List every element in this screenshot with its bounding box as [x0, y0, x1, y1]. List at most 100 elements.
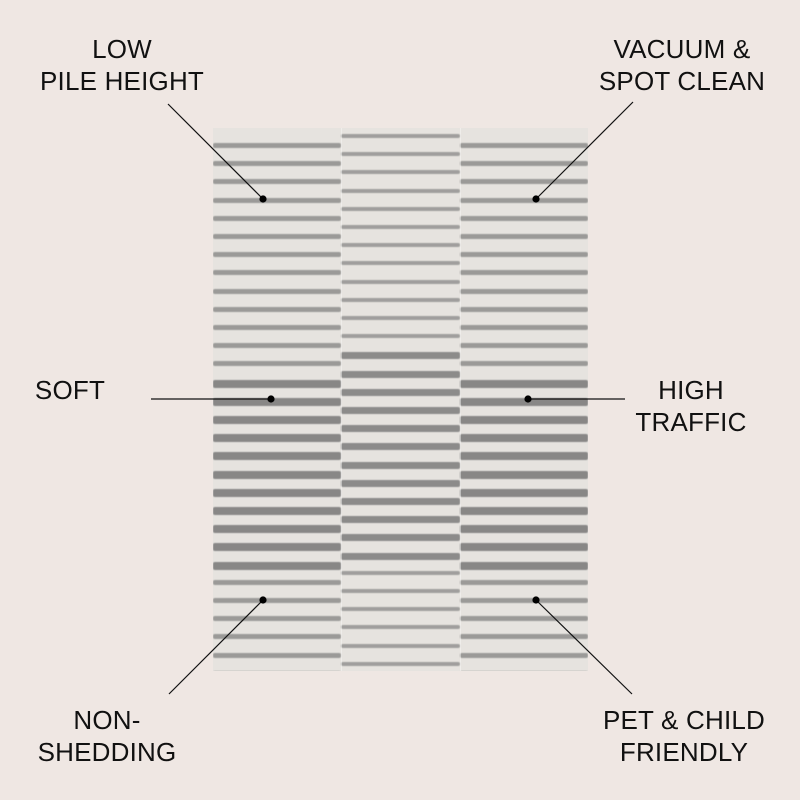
rug-stripe [460, 379, 588, 388]
rug-stripe [341, 443, 460, 451]
rug-stripe [460, 561, 588, 570]
rug-stripe [460, 488, 588, 497]
rug-stripe [213, 488, 341, 497]
rug-stripe [341, 589, 460, 593]
rug-stripe [341, 388, 460, 396]
rug-stripe [213, 598, 341, 603]
rug-stripe [341, 134, 460, 138]
rug-stripe [460, 234, 588, 239]
rug-stripe [460, 270, 588, 276]
callout-high-traffic: HIGH TRAFFIC [611, 374, 771, 438]
rug-stripe [213, 507, 341, 515]
rug-stripe [341, 279, 460, 284]
rug-stripe [213, 579, 341, 585]
rug-panel-center [341, 128, 460, 671]
callout-pet-child-friendly: PET & CHILD FRIENDLY [586, 704, 782, 768]
rug-stripe [460, 634, 588, 640]
rug-stripe [341, 225, 460, 229]
rug-stripe [341, 643, 460, 648]
rug-stripe [460, 288, 588, 294]
rug-stripe [460, 470, 588, 479]
rug-stripe [341, 552, 460, 560]
callout-vacuum-spot-clean: VACUUM & SPOT CLEAN [582, 33, 782, 97]
callout-text-line: TRAFFIC [635, 407, 747, 437]
rug-stripe [341, 152, 460, 157]
rug-stripe [460, 325, 588, 330]
rug-stripe [341, 170, 460, 175]
rug-stripe [341, 352, 460, 360]
rug-stripe [341, 370, 460, 378]
rug-stripe [213, 252, 341, 258]
rug-stripe [213, 325, 341, 330]
callout-non-shedding: NON- SHEDDING [22, 704, 192, 768]
rug-stripe [460, 543, 588, 552]
callout-text-line: SHEDDING [37, 737, 177, 767]
rug-stripe [460, 215, 588, 221]
rug-stripe [341, 534, 460, 542]
rug-stripe [213, 343, 341, 349]
rug-stripe [213, 434, 341, 443]
rug-stripe [341, 516, 460, 524]
rug-stripe [460, 434, 588, 443]
rug-stripe [213, 234, 341, 239]
rug-stripe [341, 479, 460, 487]
rug-stripe [213, 561, 341, 570]
rug-stripe [213, 143, 341, 148]
rug-stripe [213, 470, 341, 479]
rug-stripe [341, 261, 460, 266]
rug-stripe [460, 397, 588, 406]
rug-stripe [460, 306, 588, 312]
rug-stripe [460, 598, 588, 603]
rug-stripe [213, 452, 341, 461]
rug-stripe [341, 607, 460, 612]
rug-stripe [341, 407, 460, 414]
rug-stripe [213, 288, 341, 294]
rug-stripe [213, 361, 341, 367]
callout-text-line: PILE HEIGHT [39, 66, 204, 96]
rug-stripe [341, 498, 460, 505]
rug-seam [460, 128, 461, 671]
callout-text-line: HIGH [658, 375, 724, 405]
rug-stripe [460, 652, 588, 658]
rug-seam [341, 128, 342, 671]
rug-stripe [460, 525, 588, 534]
callout-text-line: LOW [92, 34, 152, 64]
rug-stripe [460, 416, 588, 424]
rug-stripe [341, 297, 460, 302]
rug-stripe [460, 579, 588, 585]
callout-text-line: SOFT [34, 375, 106, 405]
rug-stripe [460, 197, 588, 203]
rug-stripe [341, 425, 460, 433]
rug-stripe [341, 206, 460, 211]
rug-stripe [460, 143, 588, 148]
callout-low-pile-height: LOW PILE HEIGHT [22, 33, 222, 97]
rug-stripe [460, 252, 588, 258]
callout-text-line: SPOT CLEAN [598, 66, 766, 96]
rug-stripe [213, 270, 341, 276]
rug-stripe [213, 397, 341, 406]
rug-stripe [341, 188, 460, 193]
rug-stripe [341, 316, 460, 320]
rug-stripe [213, 616, 341, 622]
rug-stripe [341, 243, 460, 248]
callout-soft: SOFT [20, 374, 120, 406]
rug-stripe [341, 461, 460, 469]
rug-stripe [341, 625, 460, 630]
rug-panel-right [460, 128, 588, 671]
rug-stripe [213, 543, 341, 552]
rug-stripe [213, 161, 341, 167]
rug-stripe [460, 452, 588, 461]
rug-stripe [460, 361, 588, 367]
callout-text-line: FRIENDLY [619, 737, 749, 767]
rug-stripe [341, 570, 460, 575]
rug-stripe [341, 661, 460, 666]
rug-image [213, 128, 588, 671]
callout-text-line: VACUUM & [613, 34, 751, 64]
rug-panel-left [213, 128, 341, 671]
rug-stripe [460, 343, 588, 349]
rug-stripe [213, 379, 341, 388]
rug-stripe [213, 416, 341, 424]
rug-stripe [460, 616, 588, 622]
rug-stripe [460, 179, 588, 185]
